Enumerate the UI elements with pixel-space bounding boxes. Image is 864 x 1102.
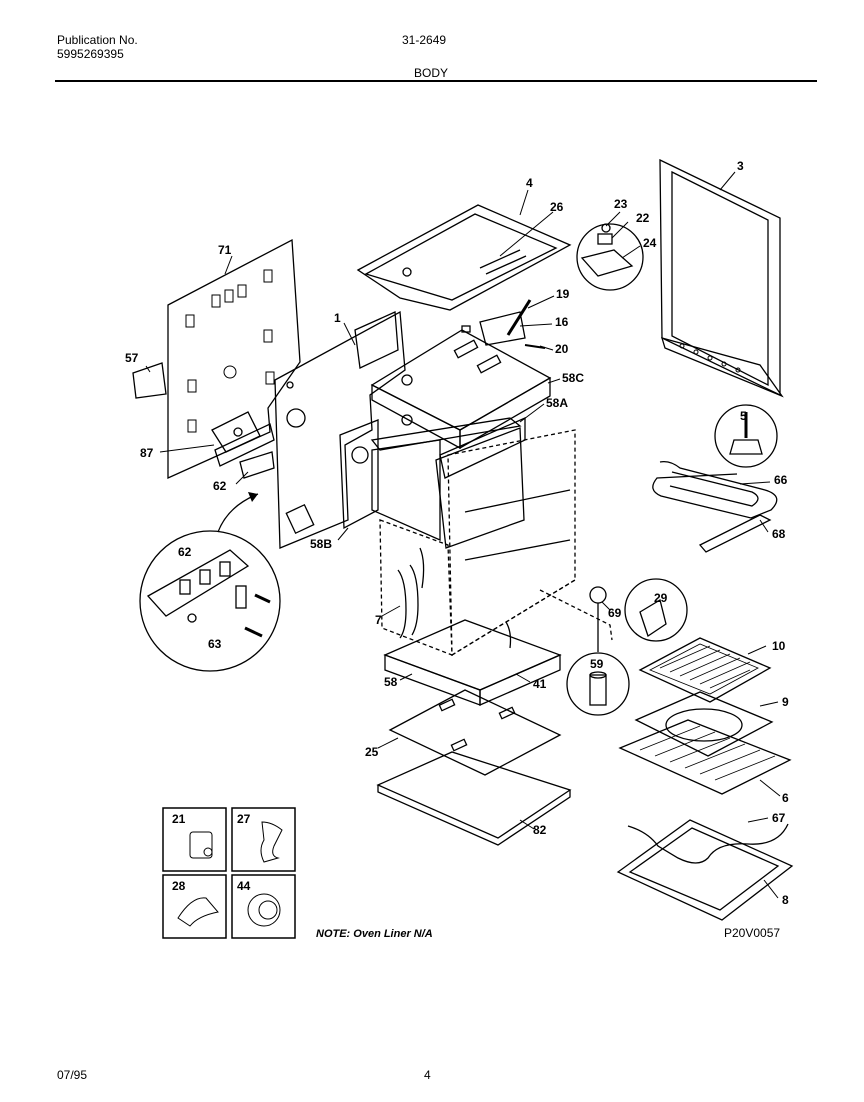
callout-20: 20	[555, 342, 569, 356]
footer-date: 07/95	[57, 1068, 88, 1082]
part-69	[589, 586, 607, 604]
bake-element-67-part	[627, 823, 789, 864]
callout-59: 59	[590, 657, 604, 671]
callout-1: 1	[334, 311, 341, 325]
element-66-part	[652, 460, 778, 519]
top-frame-part	[356, 204, 572, 311]
inset-circle-59	[566, 652, 630, 716]
hinges-part	[397, 547, 425, 639]
callout-labels: 71 57 87 62 1 4 26 3 23 22 24 19 16 20 5…	[125, 159, 789, 907]
bottom-plate-82-part	[376, 751, 572, 846]
callout-67: 67	[772, 811, 786, 825]
callout-58B: 58B	[310, 537, 332, 551]
callout-62-a: 62	[213, 479, 227, 493]
callout-8: 8	[782, 893, 789, 907]
callout-63: 63	[208, 637, 222, 651]
inset-box-grid	[162, 807, 296, 939]
callout-58: 58	[384, 675, 398, 689]
header-rule	[55, 80, 817, 82]
callout-9: 9	[782, 695, 789, 709]
callout-26: 26	[550, 200, 564, 214]
oven-rack-6-part	[618, 719, 792, 795]
callout-22: 22	[636, 211, 650, 225]
inset-label-28: 28	[172, 879, 186, 893]
page-number: 4	[424, 1068, 431, 1082]
inset-label-21: 21	[172, 812, 186, 826]
callout-29: 29	[654, 591, 668, 605]
inset-circle-29	[624, 578, 688, 642]
callout-41: 41	[533, 677, 547, 691]
bracket-62-part	[239, 451, 275, 479]
publication-label: Publication No.	[57, 33, 138, 47]
callout-16: 16	[555, 315, 569, 329]
oven-liner-outline	[379, 429, 613, 657]
callout-25: 25	[365, 745, 379, 759]
callout-69: 69	[608, 606, 622, 620]
inset-circle-5	[714, 404, 778, 468]
callout-58A: 58A	[546, 396, 568, 410]
callout-58C: 58C	[562, 371, 584, 385]
callout-3: 3	[737, 159, 744, 173]
callout-7: 7	[375, 613, 382, 627]
section-title: BODY	[414, 66, 449, 80]
panel-58B-part	[339, 419, 379, 530]
detail-circle-62-63	[139, 530, 281, 672]
callout-4: 4	[526, 176, 533, 190]
insulation-58-part	[383, 619, 562, 706]
small-parts-16-19-20	[461, 299, 546, 349]
callout-5: 5	[740, 409, 747, 423]
leader-lines	[145, 171, 781, 899]
oven-bottom-8-part	[616, 819, 794, 921]
oven-liner-note: NOTE: Oven Liner N/A	[316, 928, 433, 940]
side-panel-part	[274, 310, 406, 549]
inset-label-27: 27	[237, 812, 251, 826]
inset-label-44: 44	[237, 879, 251, 893]
figure-code: P20V0057	[724, 926, 781, 940]
insulation-58C-part	[370, 329, 552, 450]
callout-19: 19	[556, 287, 570, 301]
part-68	[698, 514, 772, 553]
callout-10: 10	[772, 639, 786, 653]
callout-71: 71	[218, 243, 232, 257]
callout-6: 6	[782, 791, 789, 805]
broiler-grid-10-part	[638, 637, 772, 703]
callout-66: 66	[774, 473, 788, 487]
callout-57: 57	[125, 351, 139, 365]
door-3-part	[659, 158, 784, 398]
model-number: 31-2649	[402, 33, 447, 47]
callout-24: 24	[643, 236, 657, 250]
callout-87: 87	[140, 446, 154, 460]
back-panel-part	[167, 238, 301, 480]
panel-25-part	[388, 689, 562, 776]
callout-82: 82	[533, 823, 547, 837]
plate-57-part	[132, 362, 167, 399]
callout-62-b: 62	[178, 545, 192, 559]
callout-23: 23	[614, 197, 628, 211]
publication-number: 5995269395	[57, 47, 124, 61]
broiler-pan-9-part	[634, 691, 774, 757]
inset-circle-22-24	[576, 223, 644, 291]
callout-68: 68	[772, 527, 786, 541]
